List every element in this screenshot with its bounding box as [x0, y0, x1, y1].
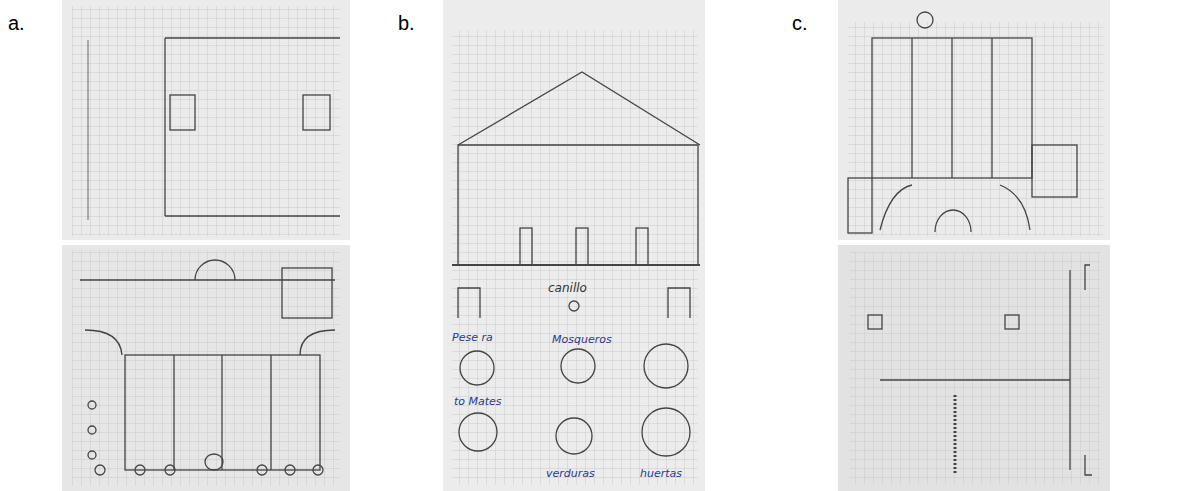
sketch-a [62, 0, 350, 491]
sketch-c [838, 0, 1110, 491]
panel-letter: a. [8, 12, 25, 34]
handwritten-label: canillo [548, 282, 587, 295]
handwritten-label: to Mates [454, 396, 502, 408]
handwritten-label: huertas [640, 468, 682, 480]
handwritten-label: verduras [546, 468, 595, 480]
panel-letter: b. [398, 12, 415, 34]
panel-letter: c. [792, 12, 808, 34]
sketch-b [443, 0, 705, 491]
handwritten-label: Mosqueros [552, 334, 612, 346]
handwritten-label: Pese ra [452, 332, 493, 344]
